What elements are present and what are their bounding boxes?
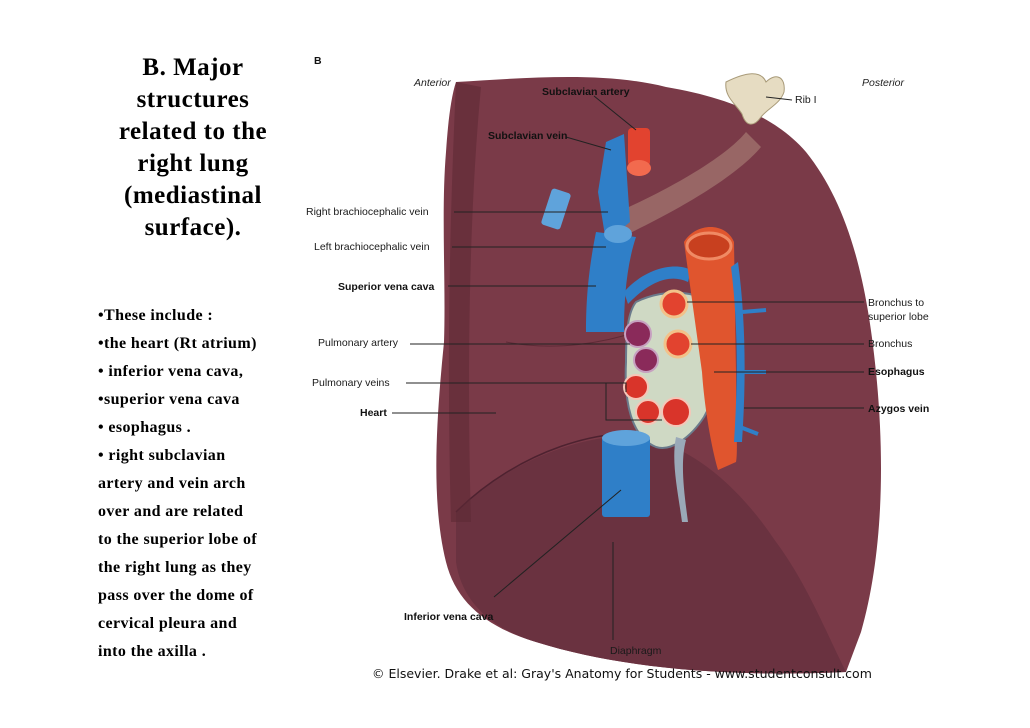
bullet-line: into the axilla . (98, 643, 207, 660)
bullet-line: to the superior lobe of (98, 531, 258, 548)
lower-lobe (456, 436, 846, 674)
subclavian-artery-opening (627, 160, 651, 176)
title-line: (mediastinal (124, 182, 262, 209)
bullet-list: •These include : •the heart (Rt atrium) … (98, 302, 298, 666)
azygos-arch (624, 266, 691, 304)
pulmonary-veins-label: Pulmonary veins (312, 377, 390, 389)
bullet-line: pass over the dome of (98, 587, 254, 604)
pulmonary-vein (623, 374, 649, 400)
subclavian-artery-label: Subclavian artery (542, 86, 630, 98)
bullet-line: • right subclavian (98, 447, 226, 464)
esophagus (684, 227, 737, 470)
subclavian-vein-label: Subclavian vein (488, 130, 567, 142)
pulmonary-ligament (674, 437, 688, 522)
bullet-line: •superior vena cava (98, 391, 240, 408)
superior-vena-cava-label: Superior vena cava (338, 281, 434, 293)
pulmonary-vein (635, 399, 661, 425)
inferior-vena-cava-label: Inferior vena cava (404, 611, 493, 623)
leader-line (593, 95, 637, 131)
anterior-label: Anterior (413, 77, 451, 89)
bullet-line: •These include : (98, 307, 214, 324)
bronchus-superior-lobe (659, 289, 689, 319)
title-line: structures (136, 86, 250, 113)
leader-line (765, 96, 793, 101)
bullet-line: cervical pleura and (98, 615, 238, 632)
esophagus-opening (685, 231, 733, 261)
ivc-opening (602, 430, 650, 446)
esophagus-label: Esophagus (868, 366, 925, 378)
title-line: surface). (144, 214, 242, 241)
pulmonary-artery (633, 347, 659, 373)
panel-letter: B (314, 55, 322, 67)
right-brachiocephalic-vein (598, 134, 630, 242)
left-brachiocephalic-stub (541, 188, 571, 230)
bullet-line: • esophagus . (98, 419, 192, 436)
azygos-branch (739, 425, 759, 436)
diaphragm-label: Diaphragm (610, 645, 662, 657)
bronchus-superior-lobe-label: Bronchus to (868, 297, 924, 309)
bullet-line: over and are related (98, 503, 244, 520)
slide-title: B. Major structures related to the right… (98, 52, 288, 244)
rib-bone (725, 73, 785, 125)
posterior-label: Posterior (862, 77, 905, 89)
azygos-vein (731, 262, 745, 442)
inferior-vena-cava (602, 437, 650, 517)
pulmonary-artery (624, 320, 652, 348)
rib-label: Rib I (795, 94, 817, 106)
lung-figure: B Anterior Posterior Subclavian artery R… (306, 42, 946, 682)
azygos-vein-label: Azygos vein (868, 403, 929, 415)
bullet-line: • inferior vena cava, (98, 363, 244, 380)
left-brachiocephalic-opening (604, 225, 632, 243)
pulmonary-artery-label: Pulmonary artery (318, 337, 399, 349)
title-line: right lung (137, 150, 249, 177)
credit-line: © Elsevier. Drake et al: Gray's Anatomy … (372, 666, 872, 681)
lung-illustration: B Anterior Posterior Subclavian artery R… (306, 55, 929, 681)
leader-line (605, 383, 662, 421)
lung-edge-shade (448, 82, 481, 522)
bullet-line: •the heart (Rt atrium) (98, 335, 257, 352)
title-line: related to the (118, 118, 268, 145)
leader-line (493, 489, 622, 598)
bronchus (663, 329, 693, 359)
bronchus-label: Bronchus (868, 338, 912, 350)
leader-line (406, 382, 627, 392)
right-brachiocephalic-vein-label: Right brachiocephalic vein (306, 206, 429, 218)
title-line: B. Major (142, 54, 244, 81)
bullet-line: artery and vein arch (98, 475, 246, 492)
azygos-branch (741, 308, 767, 314)
heart-label: Heart (360, 407, 387, 419)
bronchus-superior-lobe-label: superior lobe (868, 311, 929, 323)
bullet-line: the right lung as they (98, 559, 252, 576)
superior-vena-cava (586, 232, 636, 332)
rib-band (606, 132, 761, 242)
subclavian-artery (628, 128, 650, 166)
pulmonary-vein (661, 397, 691, 427)
left-brachiocephalic-vein-label: Left brachiocephalic vein (314, 241, 430, 253)
leader-line (565, 136, 612, 151)
